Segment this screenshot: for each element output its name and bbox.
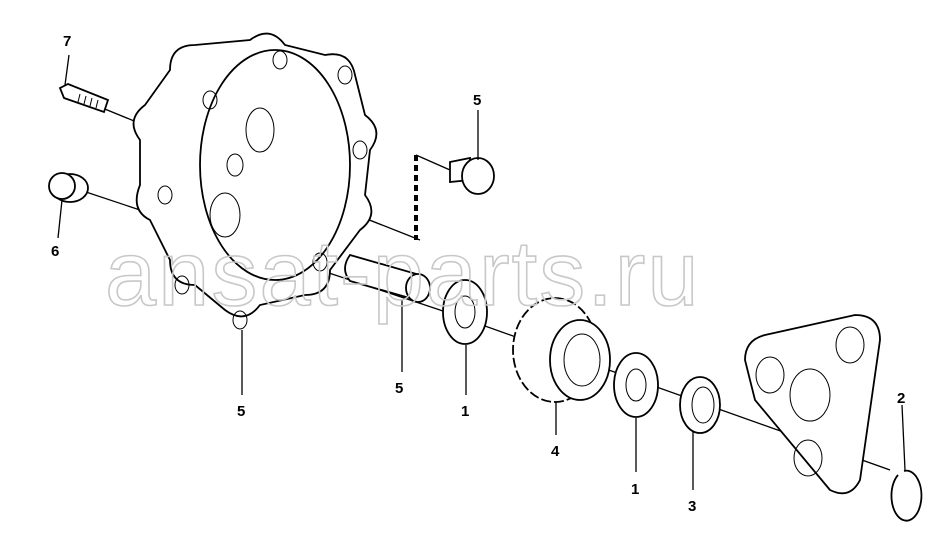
washer-part: [679, 376, 721, 434]
callout-label-screw: 7: [63, 33, 71, 50]
callout-label-pin: 5: [395, 380, 403, 397]
callout-leaders: [57, 54, 906, 490]
callout-label-plug-bolt: 5: [473, 92, 481, 109]
screw-part: [58, 83, 110, 114]
watermark-text: ansat-parts.ru: [105, 223, 701, 325]
flange-housing: [132, 32, 378, 330]
circlip-part: [890, 469, 923, 522]
gear-large-part: [512, 297, 611, 403]
callout-label-housing: 5: [237, 403, 245, 420]
gear-small-a-part: [442, 279, 488, 345]
callout-label-circlip: 2: [897, 390, 905, 407]
callout-label-washer: 3: [688, 498, 696, 515]
plug-part: [48, 172, 89, 203]
callout-label-plug: 6: [51, 243, 59, 260]
callout-label-gear-large: 4: [551, 443, 560, 460]
callout-label-gear-small-b: 1: [631, 481, 639, 498]
plate-part: [744, 314, 881, 495]
pin-part: [344, 253, 431, 303]
callout-label-gear-small-a: 1: [461, 403, 469, 420]
plug-bolt-part: [449, 156, 495, 195]
gear-small-b-part: [613, 352, 659, 418]
